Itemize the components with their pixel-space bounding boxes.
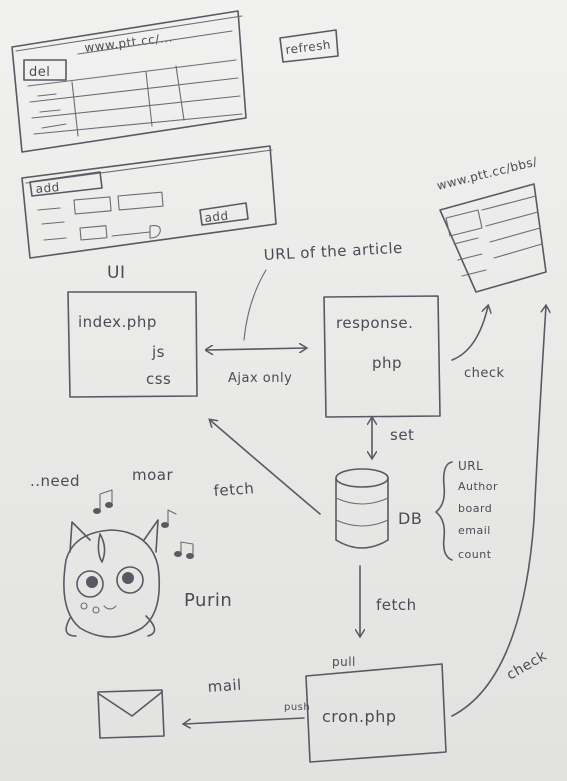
- mail-label: mail: [207, 676, 242, 696]
- refresh-label: refresh: [285, 38, 332, 57]
- need-label: ..need: [30, 472, 80, 490]
- music-note-icon: [174, 541, 194, 559]
- mail-arrow: [184, 717, 305, 724]
- response-php-node: response. php: [323, 295, 441, 418]
- db-field-url: URL: [458, 459, 483, 473]
- music-note-icon: [93, 489, 113, 514]
- db-field-count: count: [458, 548, 492, 561]
- url-callout-line: [243, 269, 267, 341]
- add-button-label: add: [204, 209, 229, 225]
- db-field-email: email: [458, 524, 491, 537]
- response-line-2: php: [372, 354, 402, 372]
- response-line-1: response.: [336, 314, 413, 332]
- index-line-2: js: [151, 343, 165, 361]
- purin-doodle: ..need moar Purin: [30, 466, 232, 638]
- db-label: DB: [398, 509, 422, 528]
- check-top-label: check: [464, 366, 505, 381]
- ajax-arrow: [206, 348, 306, 350]
- index-line-1: index.php: [78, 313, 157, 331]
- add-label: add: [35, 180, 60, 196]
- fetch-to-index-arrow: [210, 420, 321, 515]
- fetch-down-label: fetch: [376, 596, 417, 614]
- db-field-board: board: [458, 502, 492, 515]
- check-top-arrow: [451, 306, 488, 361]
- moar-label: moar: [132, 466, 173, 484]
- ajax-only-label: Ajax only: [228, 371, 292, 386]
- pull-label: pull: [332, 655, 356, 669]
- envelope-icon: [97, 689, 165, 739]
- db-field-author: Author: [458, 480, 498, 493]
- db-node: DB: [335, 468, 422, 549]
- list-panel-sketch: del www.ptt.cc/...: [11, 10, 247, 153]
- index-php-node: index.php js css: [67, 291, 198, 398]
- url-of-article-label: URL of the article: [263, 239, 403, 264]
- check-right-label: check: [504, 648, 550, 684]
- music-note-icon: [161, 509, 177, 528]
- check-right-arrow: [451, 306, 546, 717]
- del-label: del: [29, 65, 50, 80]
- db-fields-brace: [435, 461, 453, 561]
- fetch-left-label: fetch: [213, 479, 255, 500]
- index-line-3: css: [146, 370, 171, 388]
- push-label: push: [284, 702, 310, 713]
- ptt-page-sketch: www.ptt.cc/bbs/: [435, 154, 547, 293]
- cron-php-node: cron.php: [305, 663, 447, 763]
- add-panel-sketch: add add: [21, 145, 277, 259]
- refresh-button-sketch: refresh: [279, 29, 339, 63]
- ui-label: UI: [107, 263, 125, 283]
- set-label: set: [390, 426, 414, 444]
- del-button-sketch: [23, 59, 67, 81]
- purin-name-label: Purin: [184, 590, 232, 611]
- cron-label: cron.php: [322, 707, 397, 726]
